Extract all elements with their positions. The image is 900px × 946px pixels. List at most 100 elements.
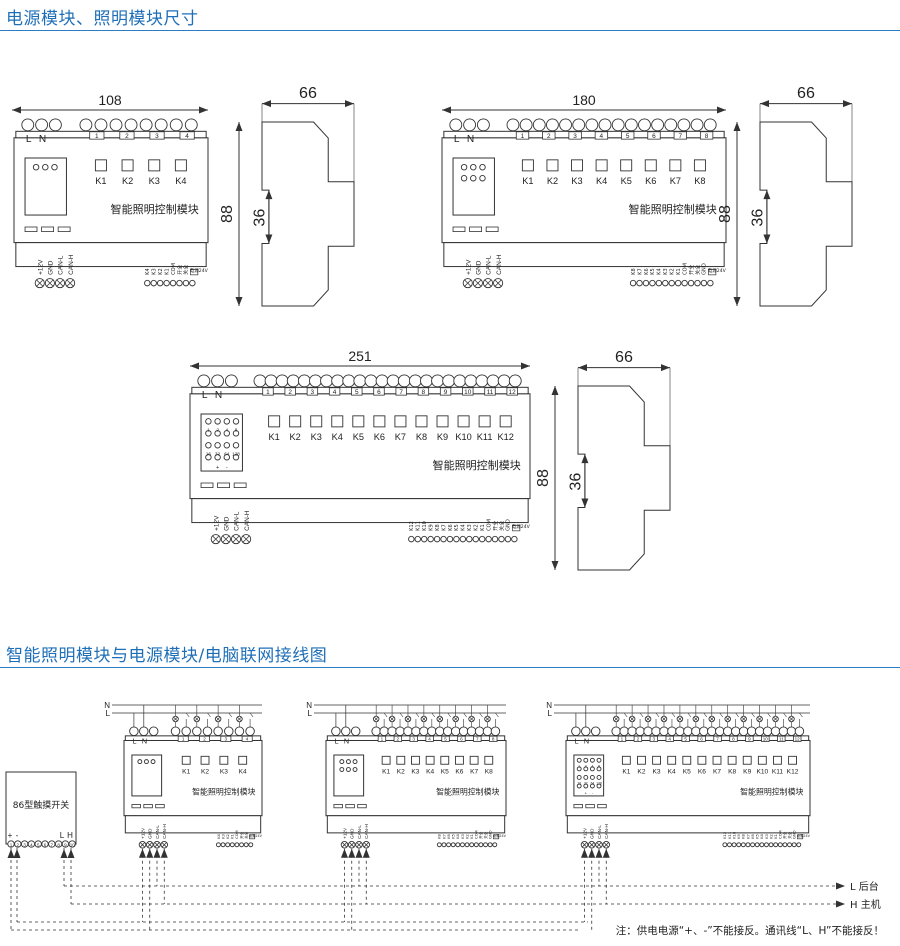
relay-terminal-circle xyxy=(139,118,153,132)
channel-number-box xyxy=(713,735,722,742)
bottom-terminal-label: K1 xyxy=(164,268,170,275)
power-screw-terminal xyxy=(347,841,356,849)
bottom-terminal-label: K11 xyxy=(728,832,732,839)
bottom-terminal-label: K9 xyxy=(737,833,741,838)
terminal-L-label: L xyxy=(575,736,579,745)
mode-button xyxy=(345,804,355,809)
channel-number-label: 11 xyxy=(779,736,784,741)
dip-label: 4 xyxy=(226,427,229,432)
relay-label: K4 xyxy=(426,768,434,775)
switch-pin-label: L xyxy=(60,831,65,840)
relay-terminal-circle xyxy=(486,374,500,388)
relay-label: K2 xyxy=(201,768,209,775)
relay-screw-terminal xyxy=(773,842,779,848)
channel-number-label: 4 xyxy=(600,133,604,140)
bus-arrow xyxy=(836,882,845,890)
channel-number-box xyxy=(89,131,105,140)
relay-screw-terminal xyxy=(225,842,231,848)
relay-terminal-circle xyxy=(786,726,797,736)
relay-indicator xyxy=(667,755,677,765)
relay-label: K8 xyxy=(416,432,427,442)
indicator-led xyxy=(346,767,351,772)
mode-button xyxy=(57,226,71,232)
relay-screw-terminal xyxy=(787,842,792,848)
relay-terminal-circle xyxy=(331,374,345,388)
relay-terminal-circle xyxy=(442,374,456,388)
relay-label: K7 xyxy=(470,768,478,775)
terminal-N-circle xyxy=(211,374,225,388)
terminal-cross xyxy=(140,842,145,848)
relay-terminal-circle xyxy=(715,726,725,736)
relay-indicator xyxy=(620,159,633,172)
dim-arrow xyxy=(262,100,271,108)
relay-indicator xyxy=(652,755,661,765)
dip-switch xyxy=(589,766,595,772)
module-top-step xyxy=(15,130,207,139)
dim-arrow xyxy=(760,100,769,108)
switch-contact xyxy=(415,712,420,718)
relay-screw-terminal xyxy=(487,842,493,848)
relay-label: K1 xyxy=(522,176,533,186)
relay-terminal-circle xyxy=(627,726,637,736)
lamp-cross xyxy=(421,716,427,722)
relay-indicator xyxy=(200,755,210,765)
supply-L-label: L xyxy=(548,709,553,718)
terminal-N-circle xyxy=(581,726,591,736)
channel-number-label: 4 xyxy=(333,389,337,396)
bottom-terminal-label: K7 xyxy=(442,834,446,839)
bottom-terminal-label: 关全 xyxy=(498,521,505,531)
relay-label: K1 xyxy=(182,768,190,775)
relay-indicator xyxy=(571,159,584,172)
channel-number-box xyxy=(328,387,341,396)
switch-contact xyxy=(431,712,436,718)
dip-switch xyxy=(223,418,231,425)
channel-number-label: 3 xyxy=(225,736,228,741)
lamp-cross xyxy=(215,716,221,722)
lamp-cross xyxy=(469,716,474,722)
dip-label: 64 xyxy=(591,782,595,786)
switch-contact xyxy=(463,712,467,718)
lamp-cross xyxy=(661,716,667,722)
terminal-N-label: N xyxy=(142,736,147,745)
terminal-cross xyxy=(589,842,595,848)
bottom-terminal-label: K3 xyxy=(467,524,473,531)
bottom-terminal-label: K10 xyxy=(732,831,736,839)
relay-terminal-circle xyxy=(192,726,202,736)
dip-switch xyxy=(596,775,602,780)
relay-terminal-circle xyxy=(466,726,477,736)
bus-arrow xyxy=(836,900,845,908)
terminal-extra-circle xyxy=(350,726,361,736)
bottom-terminal-label: GND xyxy=(488,830,492,839)
bottom-terminal-label: K12 xyxy=(409,521,415,531)
channel-number-box xyxy=(697,735,706,742)
relay-screw-terminal xyxy=(491,535,499,543)
bottom-terminal-label: K1 xyxy=(676,268,682,275)
relay-label: K11 xyxy=(772,768,784,775)
module-top-step xyxy=(124,735,262,741)
relay-terminal-circle xyxy=(667,726,677,736)
relay-screw-terminal xyxy=(736,842,742,848)
channel-number-box xyxy=(373,387,385,396)
switch-contact xyxy=(687,712,692,718)
relay-indicator xyxy=(621,755,631,765)
relay-screw-terminal xyxy=(740,842,746,848)
channel-number-label: 1 xyxy=(95,133,99,140)
touch-switch-body xyxy=(5,771,77,845)
relay-screw-terminal xyxy=(745,842,751,848)
side-outline xyxy=(759,121,853,307)
relay-screw-terminal xyxy=(668,279,675,287)
dip-sign: + xyxy=(585,791,588,796)
dip-switch xyxy=(589,775,595,780)
relay-label: K3 xyxy=(411,768,419,775)
switch-contact xyxy=(228,712,233,718)
dim-arrow xyxy=(661,364,670,372)
dim-arrow xyxy=(763,234,771,244)
dim-88-label: 88 xyxy=(218,205,236,223)
dim-arrow xyxy=(521,362,530,370)
relay-terminal-circle xyxy=(79,118,93,132)
bottom-terminal-label: K1 xyxy=(231,834,235,839)
relay-screw-terminal xyxy=(446,842,452,848)
power-screw-terminal xyxy=(355,841,363,849)
